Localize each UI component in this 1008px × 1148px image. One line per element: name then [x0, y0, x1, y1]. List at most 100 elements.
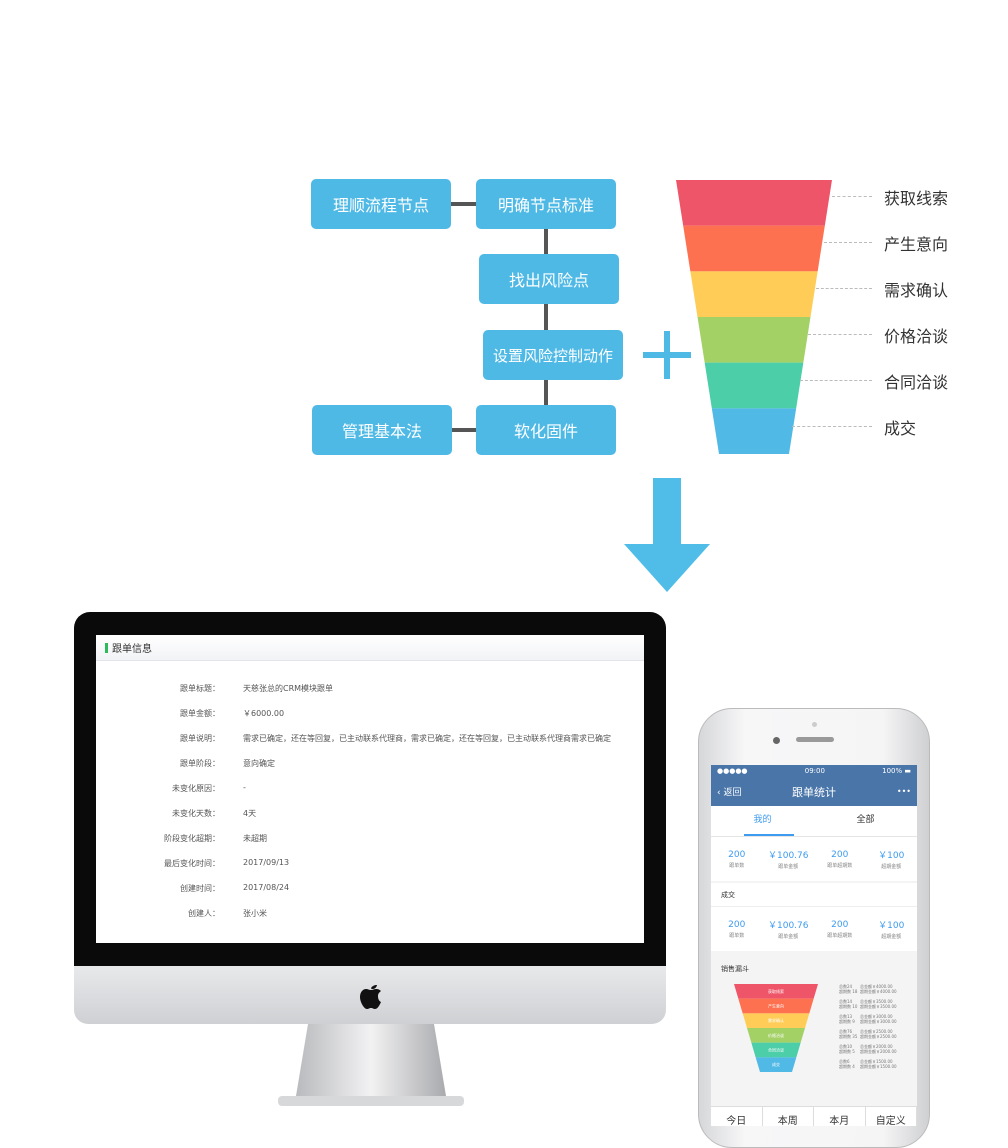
- bottom-tabs: 今日本周本月自定义: [711, 1106, 917, 1126]
- leader-line: [824, 242, 872, 243]
- battery: 100% ▬: [882, 767, 911, 775]
- funnel-stage: [755, 1057, 797, 1072]
- field-value: 4天: [243, 809, 257, 818]
- stat-label: 超期金额: [881, 934, 902, 940]
- field-label: 阶段变化超期：: [164, 834, 220, 843]
- field-label: 跟单金额：: [180, 709, 220, 718]
- flow-node: 明确节点标准: [476, 179, 616, 229]
- flow-node: 理顺流程节点: [311, 179, 451, 229]
- page-title: 跟单统计: [792, 785, 836, 799]
- field-label: 未变化天数：: [172, 809, 220, 818]
- funnel-stage: [704, 362, 804, 409]
- field-value: 2017/09/13: [243, 858, 290, 867]
- plus-icon: [664, 331, 670, 379]
- field-row: 阶段变化超期： 未超期: [96, 833, 644, 845]
- stat-label: 超期金额: [881, 864, 902, 870]
- tab-mine[interactable]: 我的: [711, 806, 814, 836]
- funnel-stage: [683, 225, 825, 272]
- field-label: 创建人：: [188, 909, 220, 918]
- apple-logo-icon: [360, 985, 381, 1009]
- monitor-chin: [74, 966, 666, 1024]
- nav-bar: ‹ 返回 跟单统计 •••: [711, 777, 917, 806]
- stat-item[interactable]: ￥100.76 跟单金额: [763, 848, 815, 870]
- monitor-stand: [278, 1024, 464, 1106]
- tab-all[interactable]: 全部: [856, 815, 875, 825]
- funnel-stage-label: 价格洽谈: [884, 327, 949, 346]
- back-button[interactable]: ‹ 返回: [717, 788, 742, 798]
- stat-value: 200: [831, 919, 849, 930]
- funnel-stage-label: 价格洽谈: [768, 1032, 784, 1038]
- funnel-stage: [738, 998, 814, 1014]
- field-value: 张小米: [243, 909, 267, 918]
- funnel-stage: [734, 984, 818, 999]
- stat-label: 跟单金额: [778, 864, 799, 870]
- tabs: 我的 全部: [711, 806, 917, 837]
- field-row: 跟单说明：需求已确定，还在等回复，已主动联系代理商，需求已确定，还在等回复，已主…: [96, 733, 644, 745]
- field-label: 跟单标题：: [180, 684, 220, 693]
- stat-item[interactable]: ￥100 超期金额: [866, 918, 918, 940]
- field-label: 跟单阶段：: [180, 759, 220, 768]
- field-value: 2017/08/24: [243, 883, 290, 892]
- funnel-chart: [676, 180, 832, 454]
- funnel-stage: [690, 271, 818, 317]
- leader-line: [816, 288, 872, 289]
- funnel-stage-label: 获取线索: [768, 988, 784, 994]
- flow-node: 设置风险控制动作: [483, 330, 623, 380]
- field-row: 跟单标题：天慈张总的CRM模块跟单: [96, 683, 644, 695]
- leader-line: [792, 426, 872, 427]
- stat-label: 跟单超期数: [827, 862, 853, 869]
- field-row: 跟单金额：￥6000.00: [96, 708, 644, 720]
- section-title: 跟单信息: [96, 635, 644, 661]
- funnel-stage: [747, 1028, 805, 1043]
- bottom-tab[interactable]: 本周: [762, 1107, 814, 1126]
- leader-line: [832, 196, 872, 197]
- phone-sensor: [812, 722, 817, 727]
- field-value: 意向确定: [243, 759, 275, 768]
- field-row: 创建人： 张小米: [96, 908, 644, 920]
- stat-value: ￥100: [878, 921, 905, 931]
- funnel-stage-label: 合同洽谈: [768, 1047, 784, 1053]
- stat-value: ￥100.76: [768, 851, 809, 861]
- flow-node: 找出风险点: [479, 254, 619, 304]
- flow-node: 管理基本法: [312, 405, 452, 455]
- bottom-tab[interactable]: 自定义: [865, 1107, 917, 1126]
- funnel-stage-label: 需求确认: [768, 1017, 784, 1023]
- field-row: 未变化天数： 4天: [96, 808, 644, 820]
- bottom-tab[interactable]: 本月: [814, 1107, 866, 1126]
- connector: [450, 428, 477, 432]
- stat-value: 200: [728, 849, 746, 860]
- funnel-stage-label: 成交: [772, 1061, 780, 1067]
- funnel-stage-label: 合同洽谈: [884, 373, 949, 392]
- more-icon[interactable]: •••: [896, 787, 911, 796]
- stat-value: 200: [831, 849, 849, 860]
- field-value: 未超期: [243, 834, 267, 843]
- leader-line: [808, 334, 872, 335]
- stat-item[interactable]: 200 跟单超期数: [814, 850, 866, 869]
- field-row: 未变化原因：-: [96, 783, 644, 795]
- connector: [544, 228, 548, 408]
- stat-value: ￥100.76: [768, 921, 809, 931]
- funnel-stage: [676, 180, 832, 226]
- phone-screen: ●●●●● 09:00 100% ▬ ‹ 返回 跟单统计 ••• 我的 全部 2…: [711, 765, 917, 1126]
- stat-label: 跟单超期数: [827, 932, 853, 939]
- stat-item[interactable]: 200 跟单超期数: [814, 920, 866, 939]
- bottom-tab[interactable]: 今日: [711, 1107, 763, 1126]
- funnel-stage-label: 获取线索: [884, 189, 949, 208]
- funnel-stage-label: 成交: [884, 419, 917, 438]
- funnel-stage-label: 产生意向: [768, 1003, 784, 1009]
- funnel-stage: [751, 1042, 801, 1058]
- field-label: 创建时间：: [180, 884, 220, 893]
